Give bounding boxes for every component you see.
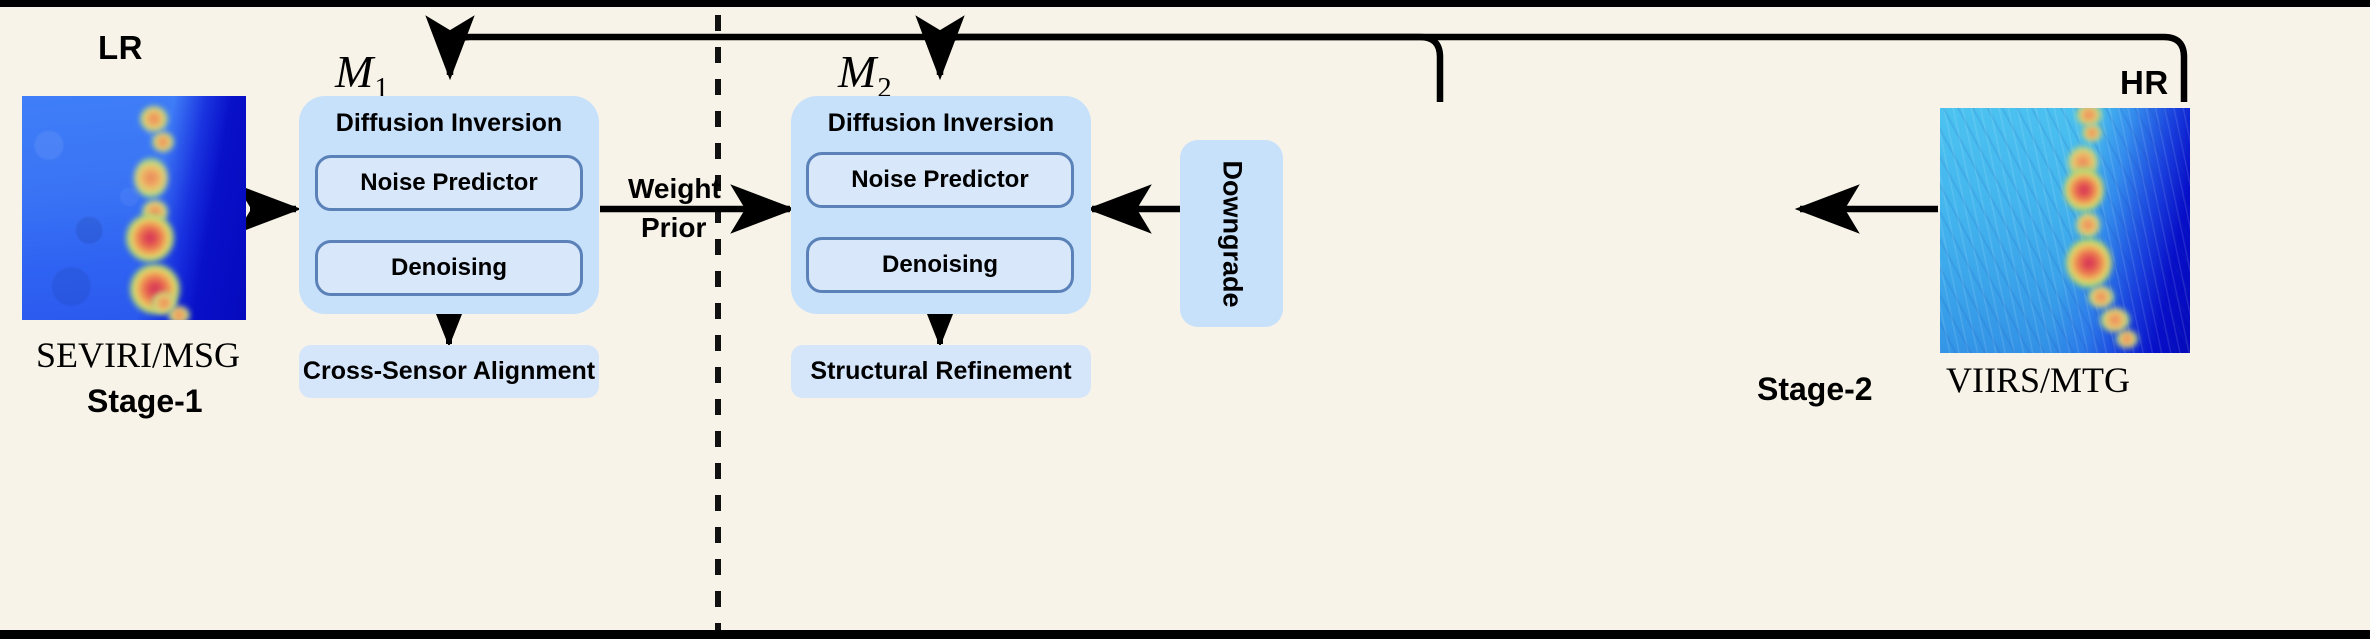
stage2-model-letter: M <box>838 46 877 97</box>
stage1-module-title: Diffusion Inversion <box>335 109 563 137</box>
stage2-model-symbol: M2 <box>838 45 892 105</box>
stage2-output-label: Structural Refinement <box>810 357 1072 385</box>
stage2-label: Stage-2 <box>1757 371 1873 407</box>
weight-prior-bottom-label: Prior <box>641 212 707 243</box>
stage2-noise-predictor-label: Noise Predictor <box>851 166 1029 193</box>
hr-title: HR <box>2120 64 2169 101</box>
downgrade-label: Downgrade <box>1217 159 1247 308</box>
stage1-model-letter: M <box>335 46 374 97</box>
feedback-arrow-stage2 <box>915 15 1444 102</box>
stage2-noise-predictor: Noise Predictor <box>806 152 1074 208</box>
stage1-noise-predictor-label: Noise Predictor <box>360 169 538 196</box>
stage2-denoising-label: Denoising <box>881 251 998 278</box>
feedback-arrow-stage1 <box>425 15 2188 102</box>
lr-title: LR <box>98 29 143 66</box>
stage1-denoising-label: Denoising <box>390 254 507 281</box>
lr-thumbnail <box>22 96 246 320</box>
stage1-output-box: Cross-Sensor Alignment <box>299 345 599 398</box>
stage2-denoising: Denoising <box>806 237 1074 293</box>
stage1-noise-predictor: Noise Predictor <box>315 155 583 211</box>
stage2-module-title: Diffusion Inversion <box>827 109 1055 137</box>
hr-thumbnail <box>1940 108 2190 353</box>
weight-prior-top-label: Weight <box>628 173 721 204</box>
stage1-output-label: Cross-Sensor Alignment <box>302 357 596 385</box>
stage1-denoising: Denoising <box>315 240 583 296</box>
stage2-output-box: Structural Refinement <box>791 345 1091 398</box>
lr-caption: SEVIRI/MSG <box>36 335 241 375</box>
downgrade-box: Downgrade <box>1180 140 1283 327</box>
hr-caption: VIIRS/MTG <box>1946 360 2131 400</box>
stage1-label: Stage-1 <box>87 383 203 419</box>
